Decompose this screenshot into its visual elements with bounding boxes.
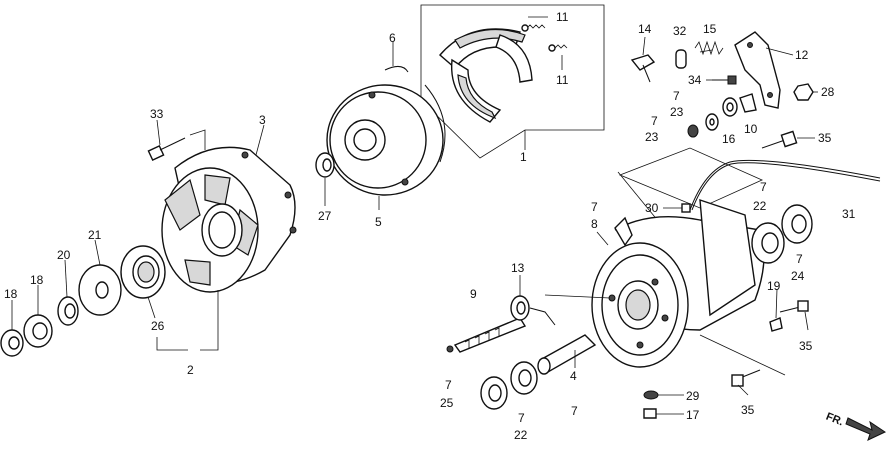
bearing-26	[120, 245, 166, 299]
oil-seal-24	[781, 204, 813, 244]
label-11-top: 11	[556, 10, 569, 24]
label-23-top: 23	[670, 105, 684, 119]
label-5: 5	[375, 215, 382, 229]
brake-arm-12	[734, 31, 781, 109]
label-2: 2	[187, 363, 194, 377]
label-6: 6	[389, 31, 396, 45]
final-drive-housing	[591, 198, 765, 368]
label-7-mid: 7	[591, 200, 598, 214]
label-7-bottom-left: 7	[445, 378, 452, 392]
label-27: 27	[318, 209, 332, 223]
brake-panel	[326, 84, 444, 196]
label-34: 34	[688, 73, 702, 87]
label-13: 13	[511, 261, 525, 275]
label-33: 33	[150, 107, 164, 121]
oil-seal-18b	[0, 329, 24, 357]
label-4: 4	[570, 369, 577, 383]
label-26: 26	[151, 319, 165, 333]
label-35-right: 35	[799, 339, 813, 353]
bearing-22-top	[751, 222, 785, 264]
label-11-bottom: 11	[556, 73, 569, 87]
seal-25	[480, 376, 508, 410]
callout-labels: 1 2 3 4 5 6 7 7 7 7 7 7 7 7 8 9 10 11 11…	[4, 10, 856, 442]
bolt-35-right	[779, 300, 809, 313]
label-7-top-left: 7	[673, 89, 680, 103]
bolt-30	[681, 203, 691, 213]
label-19: 19	[767, 279, 781, 293]
brake-shoes	[439, 28, 533, 123]
label-29: 29	[686, 389, 700, 403]
axle-shaft	[446, 317, 527, 353]
oil-seal-13	[510, 295, 556, 326]
label-25: 25	[440, 396, 454, 410]
label-3: 3	[259, 113, 266, 127]
label-15: 15	[703, 22, 717, 36]
oil-seal-18a	[23, 314, 53, 348]
label-1: 1	[520, 150, 527, 164]
label-21: 21	[88, 228, 102, 242]
bolt-33	[147, 137, 186, 161]
bolt-34	[712, 75, 737, 85]
brake-springs	[521, 24, 568, 52]
group-2-bracket	[156, 290, 219, 351]
washer-19	[769, 317, 783, 332]
label-22-bottom: 22	[514, 428, 528, 442]
leader-lines	[11, 16, 818, 415]
label-7-upper-right: 7	[760, 180, 767, 194]
label-35-bottom: 35	[741, 403, 755, 417]
indicator-10	[739, 93, 757, 113]
label-35-top: 35	[818, 131, 832, 145]
label-22-right: 22	[753, 199, 767, 213]
wing-nut-14	[630, 54, 656, 83]
label-8: 8	[591, 217, 598, 231]
nut-28	[793, 83, 814, 101]
label-30: 30	[645, 201, 659, 215]
front-direction-label: FR.	[824, 411, 845, 429]
spring-15	[694, 40, 724, 56]
brake-shoe-group-outline	[420, 4, 605, 159]
washer-21	[78, 264, 122, 316]
label-17: 17	[686, 408, 700, 422]
bolt-35-bottom	[731, 369, 761, 387]
seal-wire	[424, 84, 446, 163]
bolt-35-top	[761, 130, 798, 149]
snap-ring	[384, 66, 409, 73]
label-31: 31	[842, 207, 856, 221]
oil-seal-27	[315, 152, 335, 178]
label-16: 16	[722, 132, 736, 146]
label-7-tl2: 7	[651, 114, 658, 128]
label-14: 14	[638, 22, 652, 36]
brake-cable-31	[689, 159, 881, 211]
label-9: 9	[470, 287, 477, 301]
label-23-left: 23	[645, 130, 659, 144]
washer-29	[643, 390, 659, 400]
washer-23	[687, 113, 719, 138]
label-32: 32	[673, 24, 687, 38]
plug-17	[643, 408, 657, 419]
label-24: 24	[791, 269, 805, 283]
label-12: 12	[795, 48, 809, 62]
label-7-bottom: 7	[518, 411, 525, 425]
wheel-hub-drum	[161, 146, 297, 293]
bearing-22-bottom	[510, 361, 538, 395]
washer-16	[722, 97, 738, 117]
spacer-4	[537, 334, 597, 375]
label-7-bottom-center: 7	[571, 404, 578, 418]
label-18-right: 18	[30, 273, 44, 287]
label-10: 10	[744, 122, 758, 136]
label-28: 28	[821, 85, 835, 99]
front-direction-arrow	[845, 417, 887, 441]
label-20: 20	[57, 248, 71, 262]
pin-32	[675, 49, 687, 69]
label-7-right: 7	[796, 252, 803, 266]
label-18-left: 18	[4, 287, 18, 301]
collar-20	[57, 296, 79, 326]
